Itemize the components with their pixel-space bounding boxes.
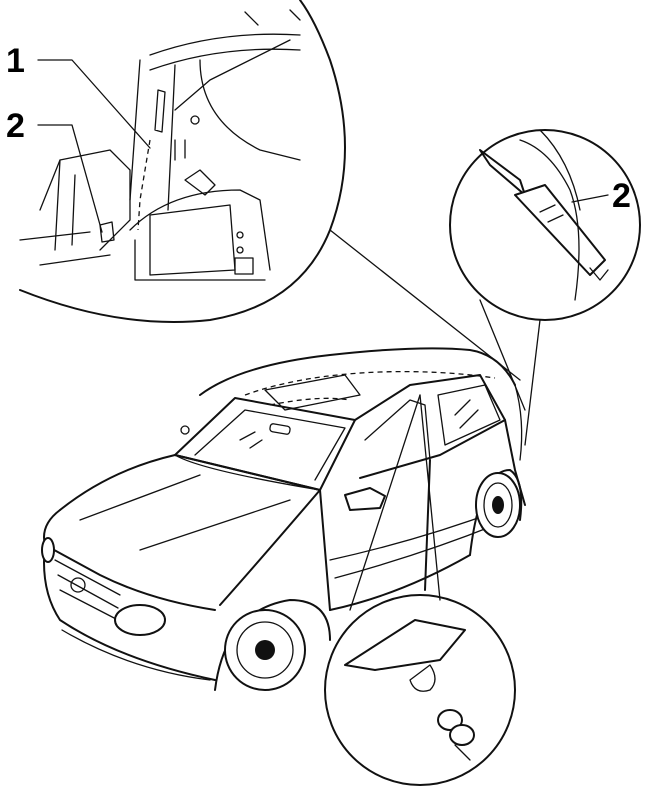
callout-label-2-left: 2 bbox=[6, 107, 25, 145]
detail-bubble-rear-quarter bbox=[19, 0, 346, 323]
zoom-line-module-a bbox=[479, 299, 526, 411]
zoom-line-sensor-a bbox=[349, 394, 421, 611]
zoom-line-module-b bbox=[524, 319, 541, 446]
detail-bubble-airbag-module bbox=[449, 129, 641, 321]
leader-line-2-left bbox=[37, 124, 103, 233]
detail-bubble-sensor bbox=[324, 594, 516, 786]
callout-label-2-right: 2 bbox=[612, 177, 631, 215]
car-illustration bbox=[41, 347, 526, 691]
leader-line-1 bbox=[37, 59, 151, 149]
callout-label-1: 1 bbox=[6, 42, 25, 80]
zoom-line-sensor-b bbox=[419, 394, 441, 601]
